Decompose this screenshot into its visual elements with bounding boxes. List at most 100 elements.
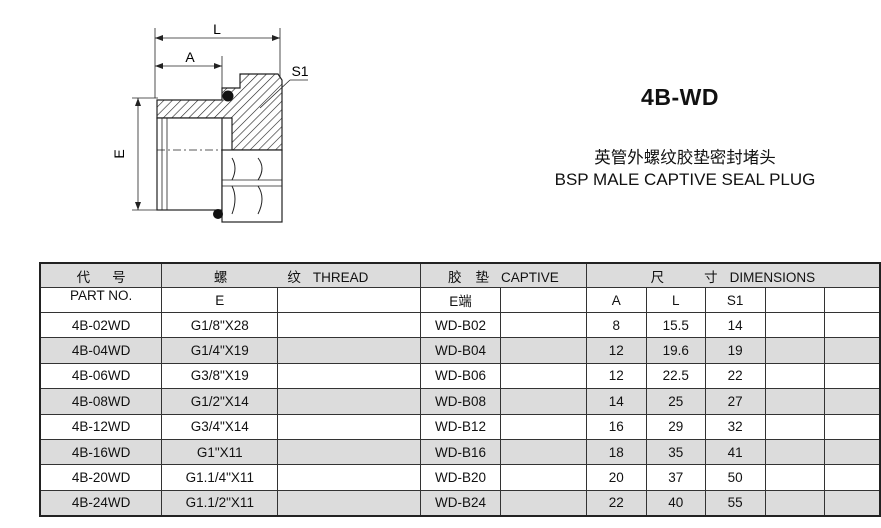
- cell-dim-l: 15.5: [645, 311, 706, 339]
- header-captive-blank: [499, 287, 587, 313]
- cell-dim-extra-1: [764, 311, 825, 339]
- cell-dim-extra-1: [764, 464, 825, 491]
- cell-dim-l: 29: [645, 413, 706, 440]
- cell-thread-extra: [277, 311, 422, 339]
- cell-dim-a: 12: [585, 362, 647, 390]
- cell-dim-extra-2: [823, 337, 881, 364]
- cell-captive-extra: [499, 413, 587, 440]
- header-part-no-en: PART NO.: [39, 287, 163, 313]
- cell-captive-e-end: WD-B24: [420, 489, 501, 517]
- cell-captive-e-end: WD-B06: [420, 362, 501, 390]
- dimension-label-l: L: [213, 21, 221, 37]
- product-code: 4B-WD: [641, 84, 719, 110]
- header-dim-a: A: [585, 287, 647, 313]
- cell-thread-extra: [277, 438, 422, 466]
- cell-dim-extra-2: [823, 311, 881, 339]
- cell-part-no: 4B-08WD: [39, 388, 163, 415]
- cell-captive-extra: [499, 388, 587, 415]
- cell-dim-extra-1: [764, 489, 825, 517]
- dimension-label-a: A: [185, 49, 195, 65]
- cell-part-no: 4B-12WD: [39, 413, 163, 440]
- cell-thread-extra: [277, 489, 422, 517]
- cell-thread-extra: [277, 388, 422, 415]
- cell-part-no: 4B-04WD: [39, 337, 163, 364]
- cell-dim-extra-2: [823, 489, 881, 517]
- cell-thread-extra: [277, 362, 422, 390]
- cell-dim-extra-2: [823, 438, 881, 466]
- cell-part-no: 4B-24WD: [39, 489, 163, 517]
- cell-dim-extra-1: [764, 438, 825, 466]
- cell-dim-extra-2: [823, 388, 881, 415]
- cell-dim-l: 22.5: [645, 362, 706, 390]
- cell-captive-extra: [499, 464, 587, 491]
- cell-dim-s1: 50: [704, 464, 766, 491]
- cell-captive-extra: [499, 362, 587, 390]
- cell-captive-extra: [499, 337, 587, 364]
- header-captive-e-end: E端: [420, 287, 501, 313]
- product-title-english: BSP MALE CAPTIVE SEAL PLUG: [554, 170, 816, 189]
- cell-thread-e: G1.1/4"X11: [161, 464, 279, 491]
- dimension-label-s1: S1: [291, 63, 308, 79]
- cell-dim-a: 12: [585, 337, 647, 364]
- cell-dim-s1: 22: [704, 362, 766, 390]
- header-dim-s1: S1: [704, 287, 766, 313]
- header-dim-blank-2: [823, 287, 881, 313]
- cell-captive-extra: [499, 311, 587, 339]
- header-dim-blank-1: [764, 287, 825, 313]
- dimension-label-e: E: [111, 149, 127, 158]
- product-title-chinese: 英管外螺纹胶垫密封堵头: [594, 149, 776, 167]
- cell-thread-extra: [277, 337, 422, 364]
- cell-thread-e: G3/8"X19: [161, 362, 279, 390]
- header-thread-e: E: [161, 287, 279, 313]
- cell-dim-s1: 32: [704, 413, 766, 440]
- cell-part-no: 4B-16WD: [39, 438, 163, 466]
- cell-thread-e: G1/8"X28: [161, 311, 279, 339]
- cell-captive-extra: [499, 489, 587, 517]
- header-dim-l: L: [645, 287, 706, 313]
- cell-captive-extra: [499, 438, 587, 466]
- cell-captive-e-end: WD-B12: [420, 413, 501, 440]
- cell-dim-l: 37: [645, 464, 706, 491]
- cell-captive-e-end: WD-B02: [420, 311, 501, 339]
- cell-thread-extra: [277, 464, 422, 491]
- cell-dim-extra-1: [764, 388, 825, 415]
- header-part-no-cn: 代号: [39, 262, 163, 288]
- cell-thread-e: G3/4"X14: [161, 413, 279, 440]
- cell-dim-a: 16: [585, 413, 647, 440]
- cell-dim-l: 35: [645, 438, 706, 466]
- cell-dim-l: 40: [645, 489, 706, 517]
- cell-dim-a: 8: [585, 311, 647, 339]
- cell-dim-s1: 14: [704, 311, 766, 339]
- header-thread-blank: [277, 287, 422, 313]
- cell-captive-e-end: WD-B08: [420, 388, 501, 415]
- cell-part-no: 4B-20WD: [39, 464, 163, 491]
- cell-thread-extra: [277, 413, 422, 440]
- cell-captive-e-end: WD-B16: [420, 438, 501, 466]
- cell-dim-extra-1: [764, 413, 825, 440]
- cell-dim-extra-2: [823, 413, 881, 440]
- cell-captive-e-end: WD-B20: [420, 464, 501, 491]
- cell-part-no: 4B-02WD: [39, 311, 163, 339]
- cell-dim-a: 14: [585, 388, 647, 415]
- cell-dim-a: 20: [585, 464, 647, 491]
- cell-thread-e: G1"X11: [161, 438, 279, 466]
- cell-dim-s1: 55: [704, 489, 766, 517]
- cell-dim-s1: 41: [704, 438, 766, 466]
- cell-dim-extra-1: [764, 362, 825, 390]
- cell-dim-l: 19.6: [645, 337, 706, 364]
- cell-part-no: 4B-06WD: [39, 362, 163, 390]
- cell-dim-extra-2: [823, 362, 881, 390]
- cell-dim-extra-1: [764, 337, 825, 364]
- cell-dim-a: 22: [585, 489, 647, 517]
